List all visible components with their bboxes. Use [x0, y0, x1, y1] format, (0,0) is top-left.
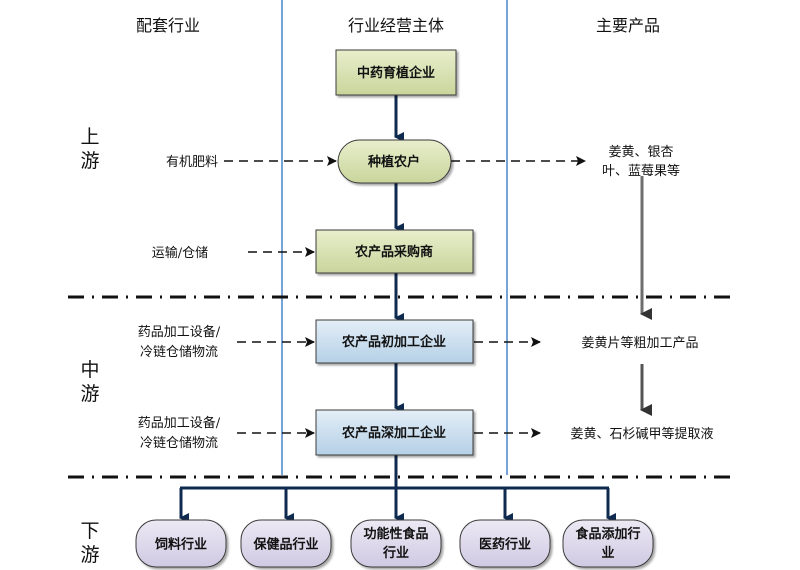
node-purchaser[interactable]: 农产品采购商 [315, 229, 474, 274]
downstream-industry-label: 行业 [382, 545, 409, 561]
product-raw: 姜黄、银杏 叶、蓝莓果等 [602, 145, 680, 179]
product-raw-line2: 叶、蓝莓果等 [602, 163, 680, 179]
node-deep-processing-label: 农产品深加工企业 [341, 425, 446, 441]
product-raw-line1: 姜黄、银杏 [608, 145, 673, 160]
input-fertilizer: 有机肥料 [166, 155, 218, 170]
node-seedling-label: 中药育植企业 [357, 65, 435, 81]
stage-downstream-char2: 游 [80, 544, 99, 566]
input-equipment-1-line2: 冷链仓储物流 [140, 345, 218, 360]
header-products: 主要产品 [596, 16, 660, 35]
downstream-industry-node[interactable]: 医药行业 [459, 519, 551, 568]
downstream-industry-node[interactable]: 保健品行业 [240, 519, 332, 568]
node-seedling-enterprise[interactable]: 中药育植企业 [335, 49, 457, 96]
input-equipment-2-line2: 冷链仓储物流 [140, 436, 218, 451]
downstream-industry-label: 饲料行业 [154, 537, 207, 553]
header-operators: 行业经营主体 [348, 16, 444, 35]
node-primary-processing-label: 农产品初加工企业 [341, 334, 446, 350]
input-equipment-2: 药品加工设备/ 冷链仓储物流 [138, 415, 221, 451]
node-deep-processing[interactable]: 农产品深加工企业 [315, 409, 474, 456]
input-equipment-1-line1: 药品加工设备/ [138, 324, 221, 340]
input-equipment-1: 药品加工设备/ 冷链仓储物流 [138, 324, 221, 360]
stage-upstream-char1: 上 [80, 126, 99, 148]
stage-label-upstream: 上 游 [80, 126, 99, 172]
stage-midstream-char2: 游 [80, 383, 99, 405]
node-farmers-label: 种植农户 [367, 154, 420, 170]
stage-midstream-char1: 中 [80, 359, 99, 381]
node-farmers[interactable]: 种植农户 [337, 139, 452, 184]
stage-label-midstream: 中 游 [80, 359, 99, 405]
downstream-industry-label: 功能性食品 [363, 526, 428, 542]
downstream-industry-label: 医药行业 [479, 537, 531, 553]
node-primary-processing[interactable]: 农产品初加工企业 [315, 319, 474, 364]
stage-label-downstream: 下 游 [80, 520, 99, 566]
input-equipment-2-line1: 药品加工设备/ [138, 415, 221, 431]
stage-downstream-char1: 下 [80, 520, 99, 542]
header-supporting: 配套行业 [136, 16, 200, 35]
downstream-industry-label: 业 [601, 545, 614, 561]
node-purchaser-label: 农产品采购商 [354, 244, 433, 260]
downstream-industry-node[interactable]: 饲料行业 [135, 519, 227, 568]
stage-upstream-char2: 游 [80, 150, 99, 172]
downstream-industry-label: 食品添加行 [575, 526, 640, 542]
downstream-industry-label: 保健品行业 [252, 537, 318, 553]
product-rough: 姜黄片等粗加工产品 [581, 335, 698, 351]
input-transport: 运输/仓储 [152, 245, 208, 261]
product-extract: 姜黄、石杉碱甲等提取液 [570, 426, 713, 442]
